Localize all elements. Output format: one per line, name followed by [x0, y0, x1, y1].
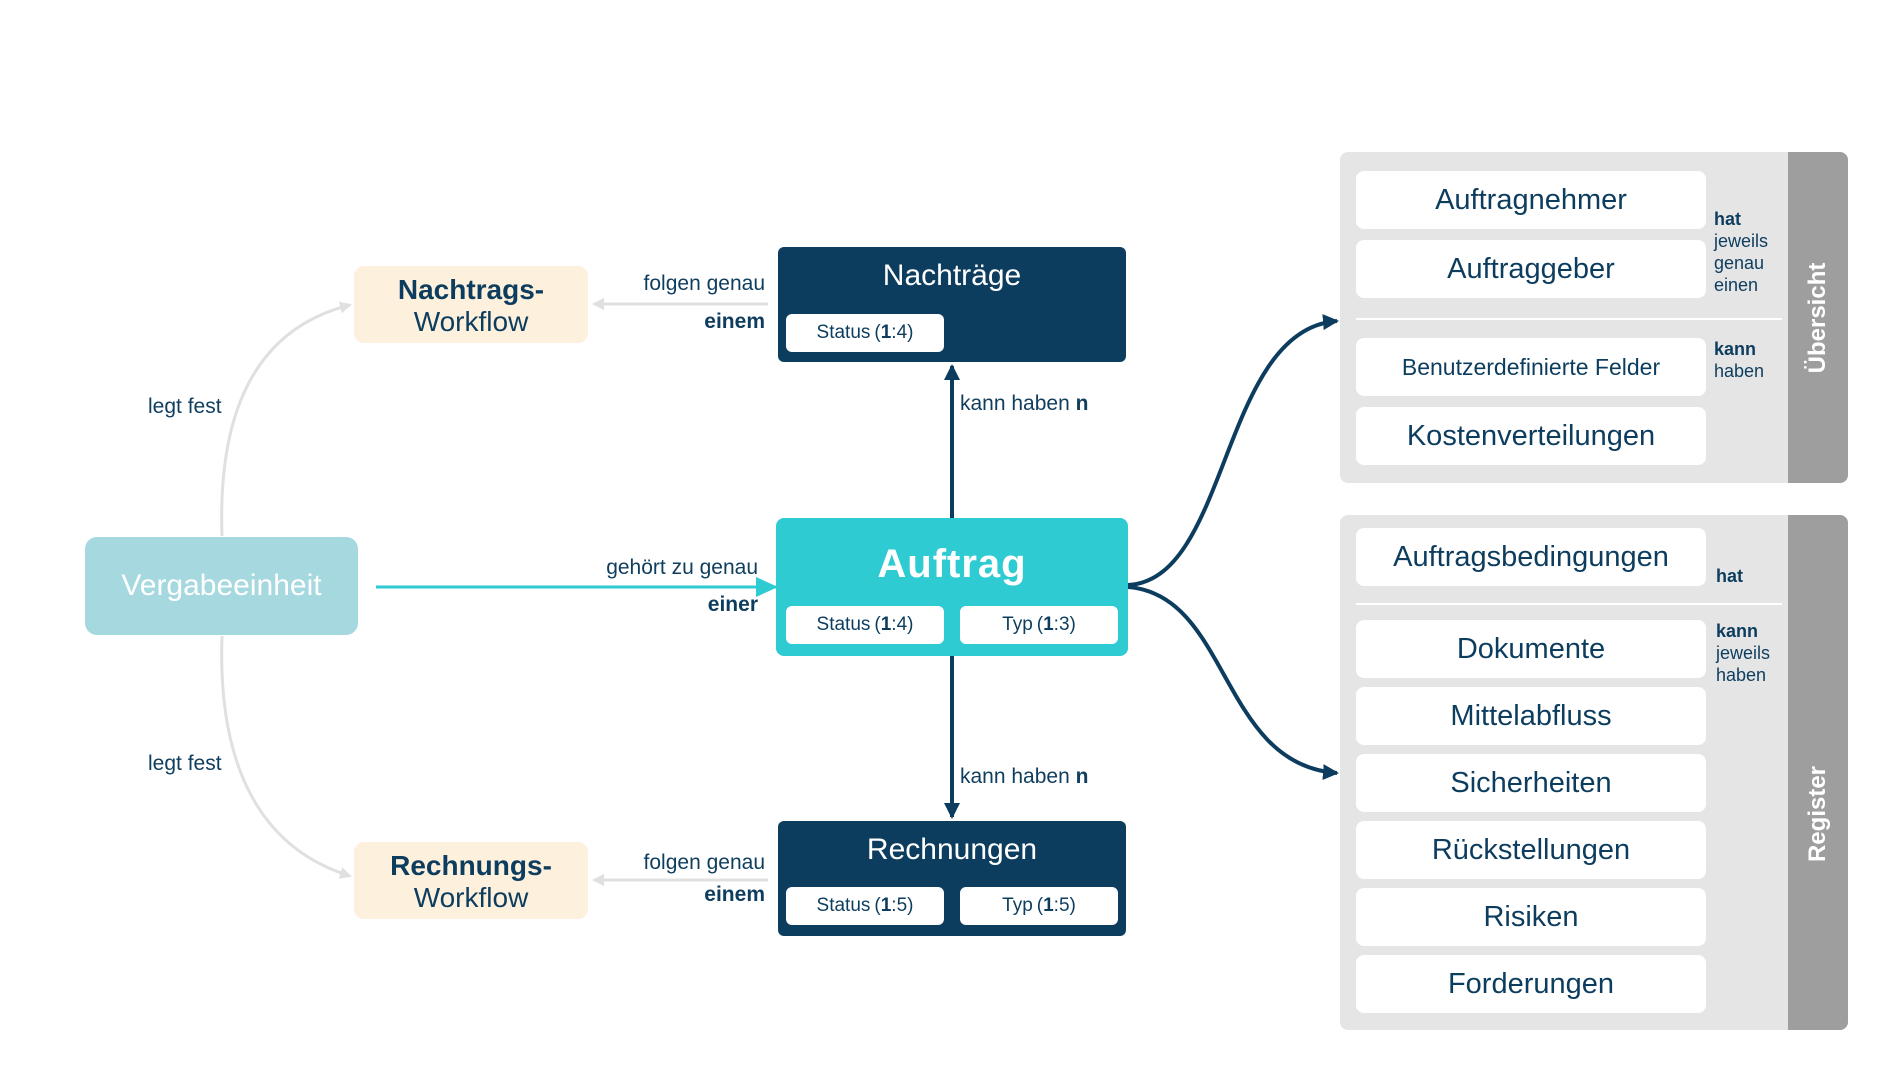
nachtrags-workflow-line1: Nachtrags-: [397, 274, 545, 305]
uebersicht-item-auftragnehmer: Auftragnehmer: [1356, 171, 1706, 229]
note-bold: hat: [1716, 566, 1743, 586]
rechnungen-title: Rechnungen: [866, 833, 1038, 866]
rechnungs-workflow-node: Rechnungs- Workflow: [354, 842, 588, 919]
legt-fest-bottom-curve: [220, 635, 352, 879]
auftrag-title: Auftrag: [877, 542, 1027, 586]
uebersicht-note-hat: hat jeweils genau einen: [1714, 208, 1768, 296]
curve-to-uebersicht: [1127, 314, 1339, 587]
kann-haben-top-text: kann haben: [960, 392, 1070, 415]
nachtraege-status-pill: Status (1:4): [786, 314, 944, 352]
uebersicht-item-benutzerdefinierte-felder: Benutzerdefinierte Felder: [1356, 338, 1706, 396]
pill-rest: :5): [891, 895, 914, 916]
note-line: haben: [1714, 361, 1765, 381]
vergabeeinheit-node: Vergabeeinheit: [85, 537, 358, 635]
pill-label: Status: [816, 614, 871, 635]
kann-haben-bottom-bold: n: [1075, 765, 1089, 788]
uebersicht-item-kostenverteilungen: Kostenverteilungen: [1356, 407, 1706, 465]
note-line: haben: [1716, 665, 1767, 685]
nachtrags-workflow-line2: Workflow: [413, 306, 529, 337]
note-bold: kann: [1716, 621, 1759, 641]
register-separator: [1356, 603, 1782, 605]
legt-fest-top-curve: [220, 301, 352, 537]
auftrag-status-pill: Status (1:4): [786, 606, 944, 644]
auftrag-typ-pill: Typ (1:3): [960, 606, 1118, 644]
rechnungs-workflow-line2: Workflow: [413, 882, 529, 913]
pill-rest: :5): [1053, 895, 1076, 916]
pill-rest: :4): [891, 322, 914, 343]
uebersicht-separator: [1356, 318, 1782, 320]
folgen-top-label: folgen genau: [643, 272, 765, 295]
pill-open: (: [874, 895, 881, 916]
folgen-bottom-label: folgen genau: [643, 851, 765, 874]
register-item-auftragsbedingungen: Auftragsbedingungen: [1356, 528, 1706, 586]
note-line: jeweils: [1716, 643, 1771, 663]
note-line: jeweils: [1714, 231, 1769, 251]
register-item-mittelabfluss: Mittelabfluss: [1356, 687, 1706, 745]
pill-open: (: [1036, 614, 1044, 635]
pill-rest: :4): [891, 614, 914, 635]
pill-bold: 1: [1043, 895, 1054, 916]
kann-haben-top-label: kann haben n: [960, 392, 1088, 416]
rechnungen-node: Rechnungen Status (1:5) Typ (1:5): [778, 821, 1126, 936]
gehoert-bold: einer: [707, 593, 758, 616]
uebersicht-note-kann: kann haben: [1714, 338, 1764, 382]
auftrag-node: Auftrag Status (1:4) Typ (1:3): [776, 518, 1128, 656]
gehoert-label: gehört zu genau: [606, 556, 758, 579]
folgen-top-bold: einem: [704, 310, 765, 333]
rechnungs-workflow-line1: Rechnungs-: [390, 850, 552, 881]
note-bold: hat: [1714, 209, 1741, 229]
pill-label: Typ: [1002, 614, 1033, 635]
uebersicht-tab-label: Übersicht: [1804, 262, 1831, 373]
register-tab: Register: [1788, 515, 1848, 1030]
pill-label: Typ: [1002, 895, 1033, 916]
uebersicht-item-auftraggeber: Auftraggeber: [1356, 240, 1706, 298]
pill-open: (: [874, 322, 881, 343]
pill-label: Status: [816, 895, 871, 916]
folgen-bottom-bold: einem: [704, 883, 765, 906]
pill-bold: 1: [1043, 614, 1054, 635]
note-line: einen: [1714, 275, 1759, 295]
curve-to-register: [1127, 585, 1339, 781]
nachtraege-node: Nachträge Status (1:4): [778, 247, 1126, 362]
legt-fest-bottom-label: legt fest: [148, 752, 222, 775]
pill-bold: 1: [880, 614, 892, 635]
rechnungen-status-pill: Status (1:5): [786, 887, 944, 925]
note-bold: kann: [1714, 339, 1757, 359]
uebersicht-tab: Übersicht: [1788, 152, 1848, 483]
nachtraege-title: Nachträge: [882, 259, 1022, 292]
register-item-risiken: Risiken: [1356, 888, 1706, 946]
kann-haben-top-bold: n: [1075, 392, 1089, 415]
pill-label: Status: [816, 322, 871, 343]
pill-bold: 1: [880, 895, 892, 916]
nachtrags-workflow-node: Nachtrags- Workflow: [354, 266, 588, 343]
pill-bold: 1: [880, 322, 892, 343]
rechnungen-typ-pill: Typ (1:5): [960, 887, 1118, 925]
pill-open: (: [1036, 895, 1044, 916]
register-tab-label: Register: [1804, 765, 1831, 862]
pill-open: (: [874, 614, 881, 635]
register-note-hat: hat: [1716, 565, 1743, 587]
kann-haben-bottom-label: kann haben n: [960, 765, 1088, 789]
pill-rest: :3): [1053, 614, 1076, 635]
register-item-dokumente: Dokumente: [1356, 620, 1706, 678]
vergabeeinheit-title: Vergabeeinheit: [121, 569, 322, 602]
note-line: genau: [1714, 253, 1765, 273]
register-item-forderungen: Forderungen: [1356, 955, 1706, 1013]
legt-fest-top-label: legt fest: [148, 395, 222, 418]
register-item-sicherheiten: Sicherheiten: [1356, 754, 1706, 812]
register-note-kann: kann jeweils haben: [1716, 620, 1770, 686]
kann-haben-bottom-text: kann haben: [960, 765, 1070, 788]
register-item-rueckstellungen: Rückstellungen: [1356, 821, 1706, 879]
